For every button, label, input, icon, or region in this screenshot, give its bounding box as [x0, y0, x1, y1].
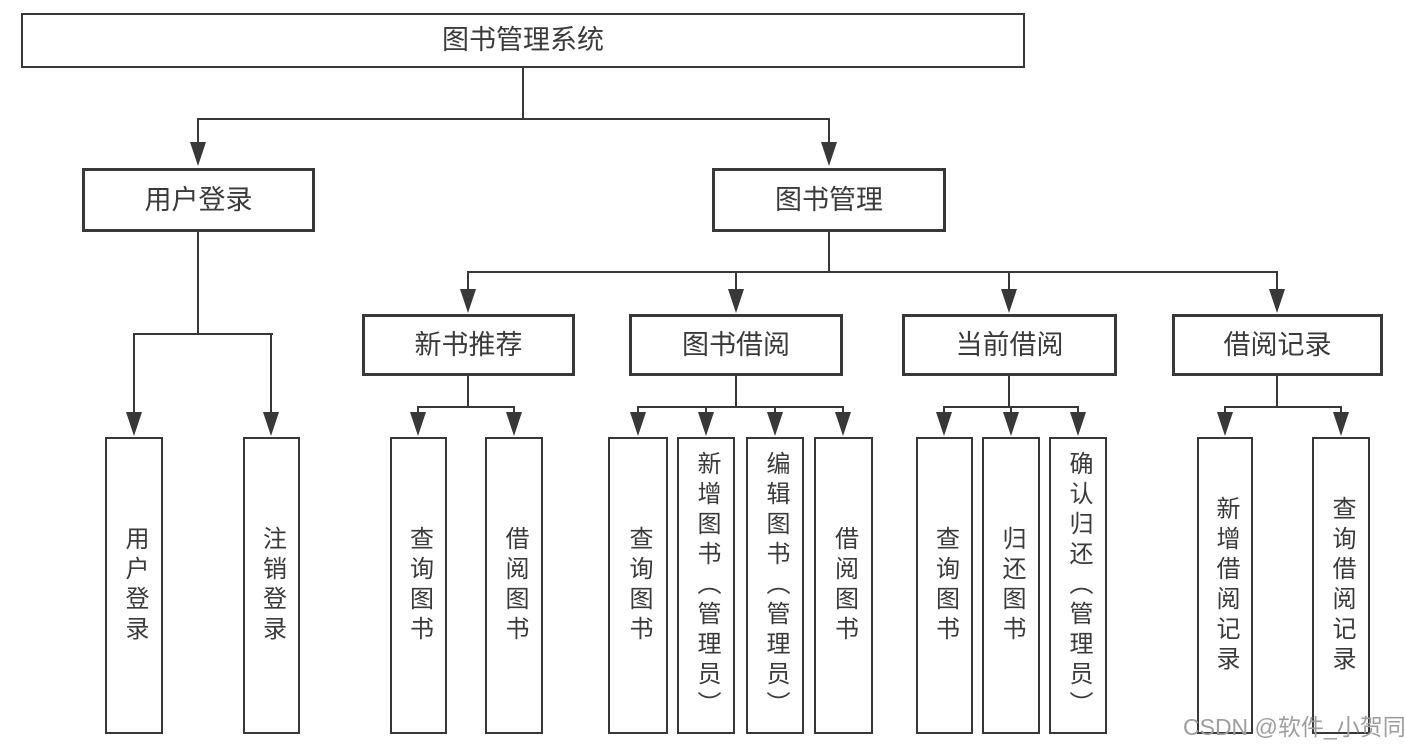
edge-to-leaf-edit-books [774, 406, 776, 414]
edge-to-borrow-records [1276, 271, 1278, 290]
leaf-borrow-books: 借阅图书 [814, 437, 873, 734]
node-current-borrow: 当前借阅 [902, 314, 1117, 376]
edge-book-borrow-bracket [637, 406, 844, 408]
arrowhead-leaf-add-books [698, 412, 714, 436]
edge-to-new-book-recommend [467, 271, 469, 290]
node-library-management-system: 图书管理系统 [21, 13, 1025, 68]
leaf-add-borrow-record: 新增借阅记录 [1197, 437, 1253, 734]
edge-root-trunk [522, 67, 524, 120]
leaf-query-books-recommend: 查询图书 [390, 437, 447, 734]
arrowhead-leaf-borrow-recommend [506, 412, 522, 436]
arrowhead-leaf-edit-books [767, 412, 783, 436]
arrowhead-leaf-borrow-books [835, 412, 851, 436]
leaf-confirm-return-admin: 确认归还（管理员） [1049, 437, 1107, 734]
edge-level3-bracket [467, 271, 1278, 273]
edge-to-leaf-query-borrow [637, 406, 639, 414]
arrowhead-book-borrow [728, 289, 744, 313]
arrowhead-book-management [821, 142, 837, 166]
edge-to-leaf-return-books [1010, 406, 1012, 414]
edge-to-leaf-query-current [943, 406, 945, 414]
edge-to-leaf-add-books [705, 406, 707, 414]
arrowhead-current-borrow [1001, 289, 1017, 313]
edge-user-leaves-bracket [133, 333, 273, 335]
arrowhead-leaf-query-current [936, 412, 952, 436]
arrowhead-leaf-add-record [1217, 412, 1233, 436]
node-book-borrow: 图书借阅 [629, 314, 843, 376]
arrowhead-leaf-confirm-return [1070, 412, 1086, 436]
edge-to-user-login [197, 118, 199, 143]
edge-user-login-trunk [197, 231, 199, 335]
edge-book-management-trunk [828, 231, 830, 273]
edge-to-leaf-query-recommend [417, 406, 419, 414]
leaf-query-books-current: 查询图书 [916, 437, 973, 734]
arrowhead-leaf-logout [263, 412, 279, 436]
leaf-return-books: 归还图书 [982, 437, 1040, 734]
edge-new-book-trunk [467, 375, 469, 407]
edge-current-borrow-trunk [1008, 375, 1010, 407]
edge-to-book-management [828, 118, 830, 143]
edge-to-leaf-borrow-books [842, 406, 844, 414]
arrowhead-leaf-query-borrow [630, 412, 646, 436]
leaf-query-books-borrow: 查询图书 [608, 437, 668, 734]
edge-borrow-records-bracket [1224, 406, 1342, 408]
edge-to-leaf-confirm-return [1077, 406, 1079, 414]
arrowhead-user-login [190, 142, 206, 166]
edge-book-borrow-trunk [735, 375, 737, 407]
arrowhead-borrow-records [1269, 289, 1285, 313]
edge-new-book-bracket [417, 406, 515, 408]
edge-to-current-borrow [1008, 271, 1010, 290]
arrowhead-leaf-return-books [1003, 412, 1019, 436]
edge-to-leaf-add-record [1224, 406, 1226, 414]
csdn-watermark: CSDN @软件_小贺同学 [1183, 714, 1405, 740]
leaf-edit-books-admin: 编辑图书（管理员） [746, 437, 804, 734]
arrowhead-new-book-recommend [460, 289, 476, 313]
edge-to-book-borrow [735, 271, 737, 290]
edge-to-leaf-borrow-recommend [513, 406, 515, 414]
leaf-borrow-books-recommend: 借阅图书 [485, 437, 543, 734]
edge-level2-bracket [197, 118, 830, 120]
node-new-book-recommend: 新书推荐 [362, 314, 575, 376]
edge-to-leaf-query-record [1340, 406, 1342, 414]
edge-borrow-records-trunk [1276, 375, 1278, 407]
node-borrow-records: 借阅记录 [1172, 314, 1383, 376]
leaf-logout: 注销登录 [243, 437, 300, 734]
edge-to-leaf-user-login [133, 333, 135, 413]
leaf-add-books-admin: 新增图书（管理员） [677, 437, 735, 734]
edge-to-leaf-logout [270, 333, 272, 413]
arrowhead-leaf-query-record [1333, 412, 1349, 436]
leaf-user-login: 用户登录 [105, 437, 163, 734]
node-book-management: 图书管理 [712, 168, 946, 232]
arrowhead-leaf-user-login [126, 412, 142, 436]
node-user-login: 用户登录 [82, 168, 315, 232]
arrowhead-leaf-query-recommend [410, 412, 426, 436]
leaf-query-borrow-record: 查询借阅记录 [1312, 437, 1370, 734]
